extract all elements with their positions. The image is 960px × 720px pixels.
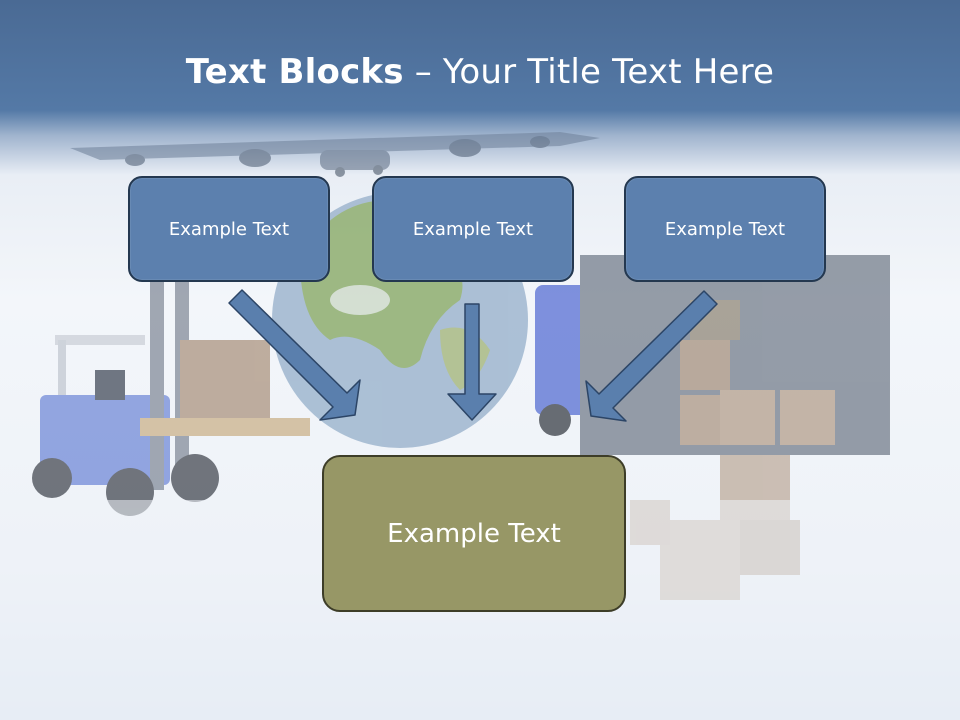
arrow-right	[585, 290, 718, 422]
text-block-2[interactable]: Example Text	[372, 176, 574, 282]
forklift-icon	[32, 280, 310, 516]
text-block-2-label: Example Text	[412, 218, 534, 240]
airplane-icon	[70, 132, 600, 177]
text-block-3-label: Example Text	[664, 218, 786, 240]
text-block-result-label: Example Text	[387, 518, 561, 549]
text-block-result[interactable]: Example Text	[322, 455, 626, 612]
title-rest: Your Title Text Here	[442, 52, 775, 92]
text-block-3[interactable]: Example Text	[624, 176, 826, 282]
title-separator: –	[403, 52, 443, 92]
title-bold: Text Blocks	[185, 52, 404, 92]
arrow-left	[228, 289, 361, 421]
arrow-center	[447, 303, 497, 421]
text-block-1[interactable]: Example Text	[128, 176, 330, 282]
truck-icon	[535, 255, 890, 455]
text-block-1-label: Example Text	[168, 218, 290, 240]
slide-title: Text Blocks – Your Title Text Here	[0, 52, 960, 92]
